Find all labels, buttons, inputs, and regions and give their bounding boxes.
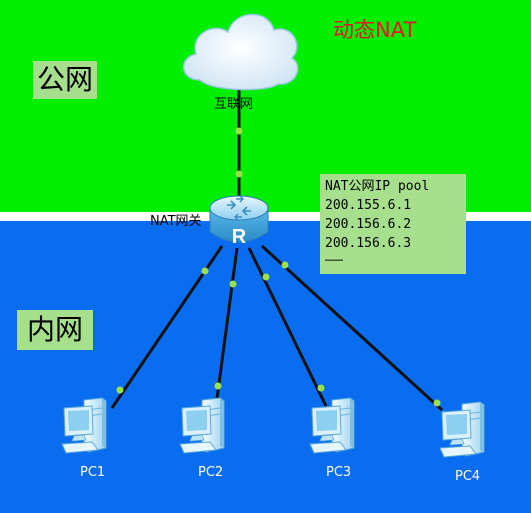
pc3-label: PC3 — [326, 465, 352, 480]
link-dot — [433, 399, 441, 407]
links — [110, 84, 444, 412]
diagram-title: 动态NAT — [333, 18, 417, 42]
ip-pool-address: 200.156.6.3 — [325, 236, 412, 251]
ip-pool-box: NAT公网IP pool 200.155.6.1 200.156.6.2 200… — [320, 174, 466, 274]
link-gateway-pc4 — [260, 244, 444, 412]
gateway-label: NAT网关 — [150, 214, 202, 229]
internet-label: 互联网 — [214, 97, 254, 112]
ip-pool-more: ……… — [325, 253, 344, 264]
ip-pool-heading: NAT公网IP pool — [325, 179, 430, 194]
link-dot — [281, 261, 289, 269]
pc-icon[interactable] — [179, 397, 225, 454]
pc-icon[interactable] — [309, 397, 355, 454]
router-icon[interactable]: R — [209, 195, 269, 248]
link-dot — [317, 384, 325, 392]
link-dot — [116, 386, 124, 394]
link-dot — [229, 280, 237, 288]
pc4-label: PC4 — [455, 469, 481, 484]
link-dot — [262, 273, 270, 281]
private-network-label: 内网 — [17, 310, 93, 350]
pc1-label: PC1 — [80, 465, 106, 480]
pc-icon[interactable] — [439, 401, 485, 458]
link-dot — [235, 127, 243, 135]
link-dots — [116, 127, 441, 407]
link-dot — [235, 170, 243, 178]
router-glyph: R — [232, 226, 247, 248]
link-gateway-pc2 — [214, 247, 239, 407]
link-gateway-pc3 — [247, 247, 328, 407]
ip-pool-address: 200.156.6.2 — [325, 217, 412, 232]
pc2-label: PC2 — [198, 465, 224, 480]
link-dot — [214, 382, 222, 390]
pc-icon[interactable] — [61, 397, 107, 454]
link-dot — [201, 267, 209, 275]
cloud-icon[interactable] — [183, 13, 299, 91]
ip-pool-address: 200.155.6.1 — [325, 198, 412, 213]
public-network-label: 公网 — [33, 61, 97, 99]
